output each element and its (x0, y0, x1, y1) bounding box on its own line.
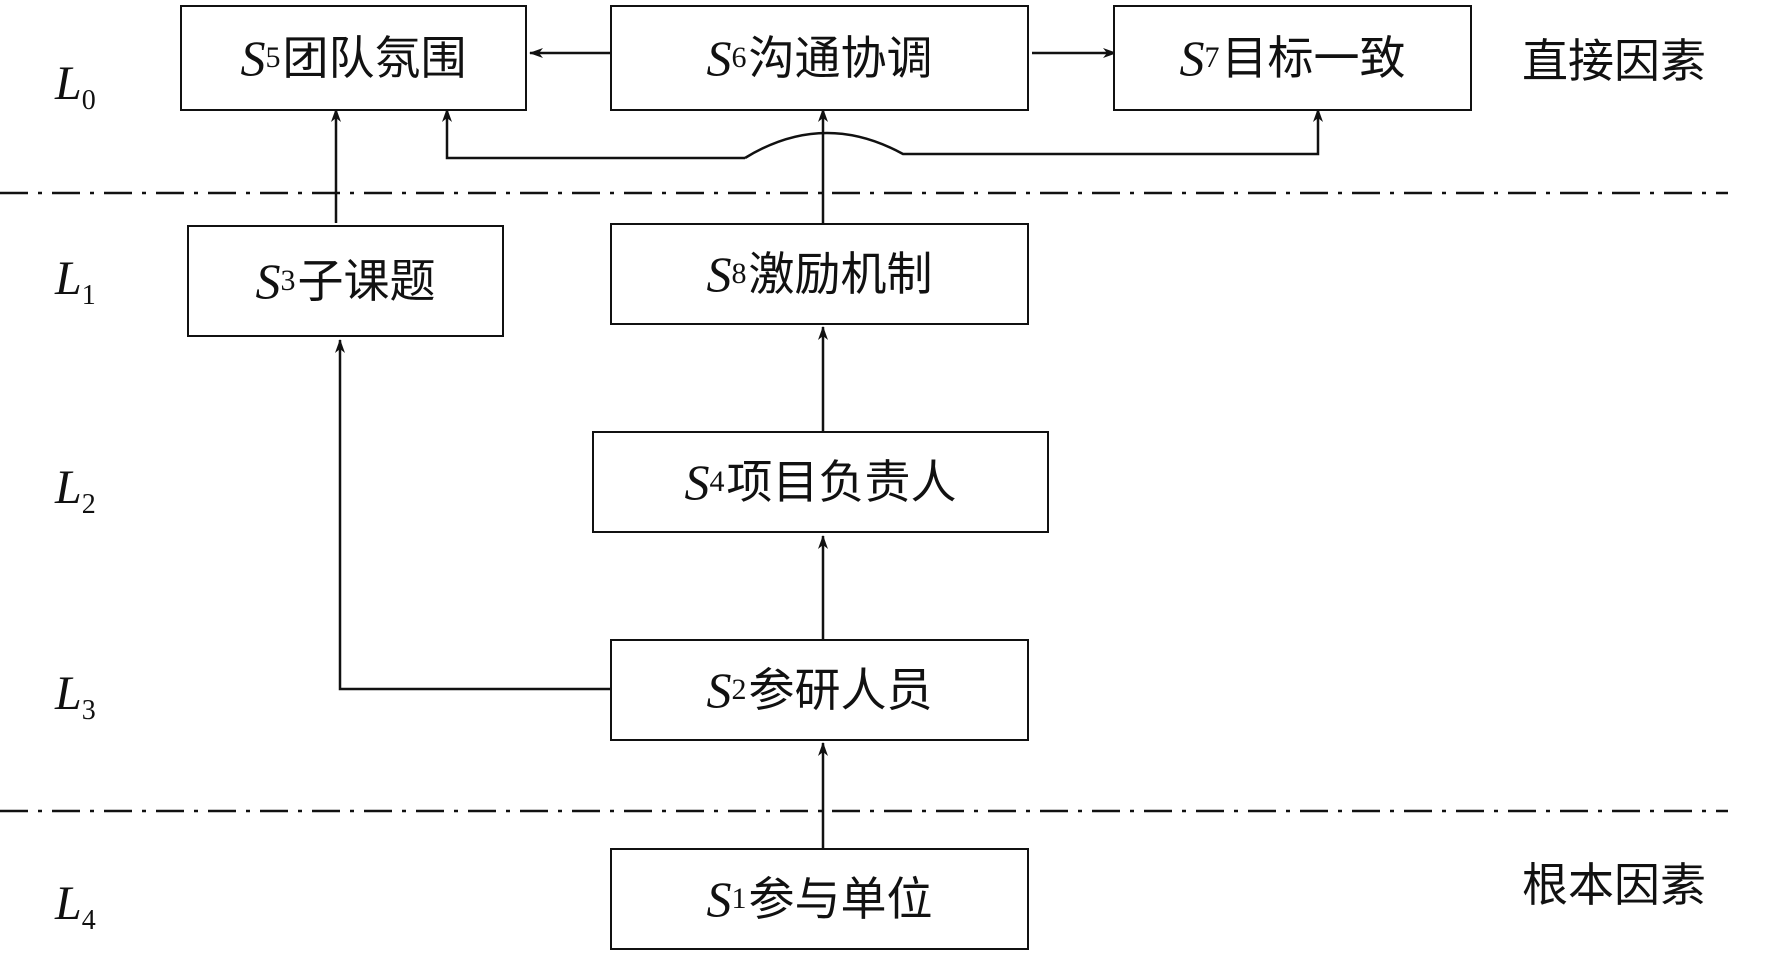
level-label-l2: L2 (55, 461, 96, 520)
side-label-root-factors: 根本因素 (1522, 858, 1706, 912)
level-label-l4: L4 (55, 877, 96, 936)
level-label-l0: L0 (55, 57, 96, 116)
side-label-direct-factors: 直接因素 (1522, 34, 1706, 88)
edge-s8-to-s5 (442, 108, 745, 160)
edge-s8-to-s7 (744, 108, 1323, 160)
level-label-l3: L3 (55, 667, 96, 726)
level-label-l1: L1 (55, 252, 96, 311)
edge-s2-to-s3 (335, 339, 612, 691)
